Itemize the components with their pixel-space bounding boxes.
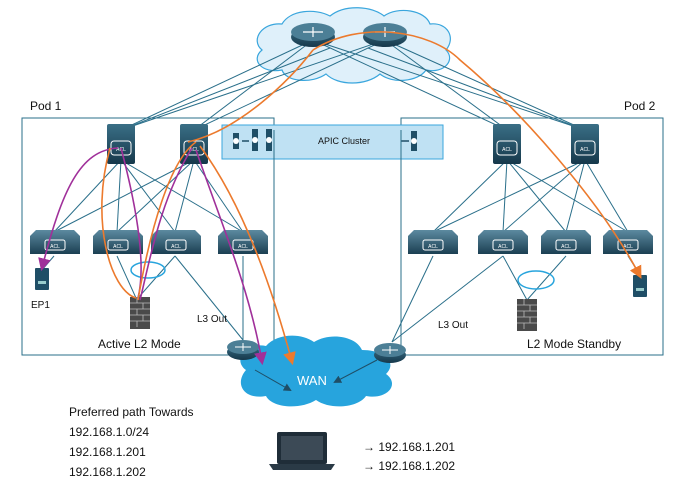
preferred-subnet: 192.168.1.202	[69, 465, 146, 479]
pod1-firewall-icon	[130, 297, 150, 329]
acl-label: ACL	[50, 244, 60, 250]
pod1-title: Pod 1	[30, 99, 62, 113]
acl-label: ACL	[171, 244, 181, 250]
apic-server-icon	[233, 133, 239, 149]
pod2-leaf-3: ACL	[541, 230, 591, 254]
pod1-access-links	[41, 255, 244, 341]
pod2-title: Pod 2	[624, 99, 656, 113]
preferred-path-heading: Preferred path Towards	[69, 405, 194, 419]
acl-label: ACL	[113, 244, 123, 250]
pod1-fabric-links	[53, 159, 244, 233]
pod2-server-icon	[633, 275, 647, 297]
apic-server-icon	[266, 129, 272, 151]
acl-label: ACL	[428, 244, 438, 250]
ipn-links	[120, 39, 586, 131]
acl-label: ACL	[189, 147, 199, 153]
ipn-router-right	[363, 23, 407, 47]
preferred-subnet: 192.168.1.0/24	[69, 425, 150, 439]
pod2-access-links	[391, 255, 641, 343]
pod1-leaf-3: ACL	[151, 230, 201, 254]
ipn-router-left	[291, 23, 335, 47]
ep1-server-icon	[35, 268, 49, 290]
pod2-mode-label: L2 Mode Standby	[527, 337, 622, 351]
pod1-leaf-2: ACL	[93, 230, 143, 254]
pod2-spine-left: ACL	[493, 124, 521, 164]
ipn-cloud	[256, 7, 451, 84]
pod1-leaf-1: ACL	[30, 230, 80, 254]
wan-arrow	[254, 369, 292, 391]
acl-label: ACL	[623, 244, 633, 250]
purple-traffic-path	[38, 147, 267, 366]
pod1-l3out-label: L3 Out	[197, 314, 228, 325]
preferred-path-block: Preferred path Towards 192.168.1.0/24 19…	[69, 402, 194, 482]
vpc-ring	[517, 270, 555, 290]
pod2-leaf-2: ACL	[478, 230, 528, 254]
acl-label: ACL	[580, 147, 590, 153]
pod1-spine-left: ACL	[107, 124, 135, 164]
orange-traffic-path	[101, 31, 642, 366]
pod2-wan-router	[374, 343, 406, 363]
apic-server-icon	[252, 129, 258, 151]
apic-server-icon	[411, 131, 417, 151]
pod2-spine-right: ACL	[571, 124, 599, 164]
pod2-leaf-4: ACL	[603, 230, 653, 254]
apic-cluster-label: APIC Cluster	[318, 136, 371, 146]
acl-label: ACL	[561, 244, 571, 250]
apic-cluster	[221, 124, 444, 160]
pod2-leaf-1: ACL	[408, 230, 458, 254]
pod1-wan-router	[227, 340, 259, 360]
pod2-firewall-icon	[517, 299, 537, 331]
acl-label: ACL	[502, 147, 512, 153]
destination-list: → 192.168.1.201 → 192.168.1.202	[363, 438, 455, 476]
destination-item: → 192.168.1.202	[363, 459, 456, 473]
pod1-mode-label: Active L2 Mode	[98, 337, 181, 351]
acl-label: ACL	[238, 244, 248, 250]
wan-arrow	[333, 359, 378, 383]
pod2-l3out-label: L3 Out	[438, 320, 469, 331]
l3out-links	[273, 130, 402, 352]
acl-label: ACL	[498, 244, 508, 250]
ep1-label: EP1	[31, 300, 50, 311]
wan-label: WAN	[297, 373, 327, 388]
pod2-fabric-links	[432, 159, 629, 233]
vpc-ring	[130, 261, 166, 279]
laptop-icon	[269, 432, 335, 470]
preferred-subnet: 192.168.1.201	[69, 445, 146, 459]
wan-cloud	[240, 335, 393, 407]
destination-item: → 192.168.1.201	[363, 440, 456, 454]
